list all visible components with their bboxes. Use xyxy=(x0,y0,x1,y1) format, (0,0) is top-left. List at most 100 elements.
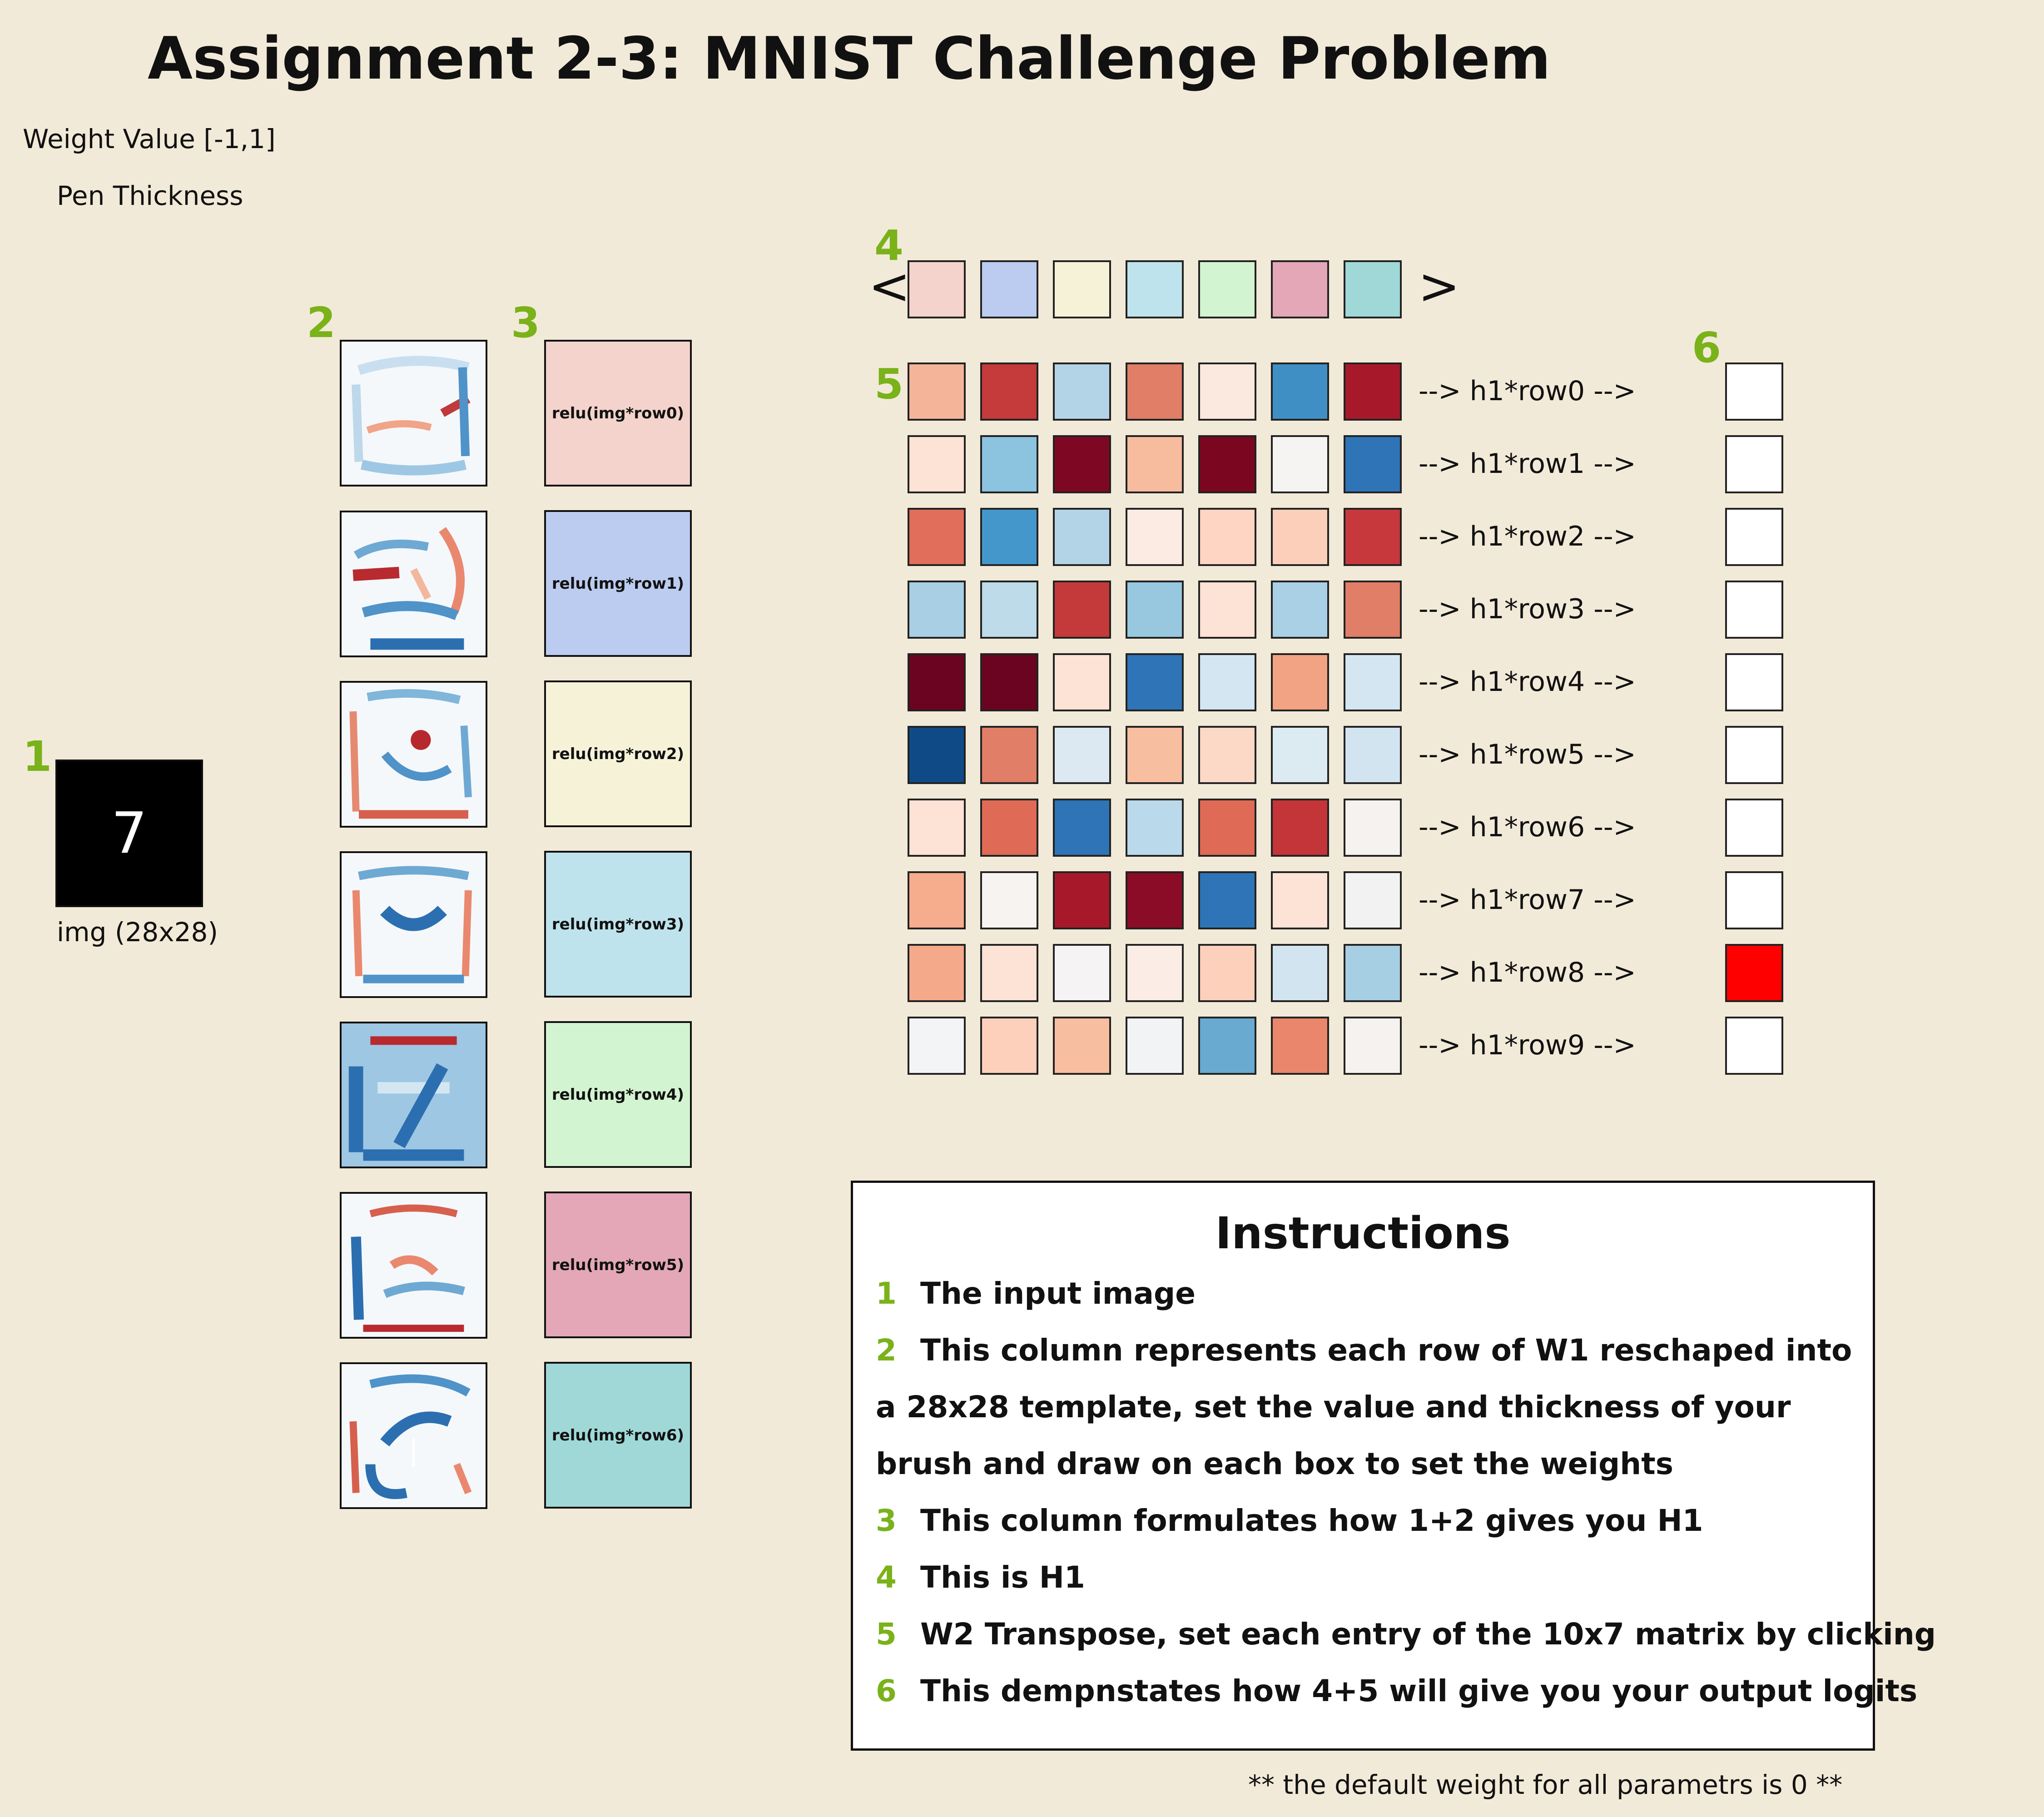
w2t-cell-r4-c1[interactable] xyxy=(980,653,1038,711)
h1-cell-0 xyxy=(908,260,966,318)
w2t-cell-r7-c4[interactable] xyxy=(1198,871,1256,929)
w2t-cell-r2-c0[interactable] xyxy=(908,508,966,566)
input-image: 7 xyxy=(55,760,203,907)
section-number-1: 1 xyxy=(23,732,52,781)
w2t-cell-r6-c4[interactable] xyxy=(1198,799,1256,857)
pen-thickness-label[interactable]: Pen Thickness xyxy=(57,180,243,211)
w1-template-2[interactable] xyxy=(340,681,487,828)
w2t-cell-r5-c0[interactable] xyxy=(908,726,966,784)
instruction-line: a 28x28 template, set the value and thic… xyxy=(876,1390,1791,1425)
w2t-cell-r8-c5[interactable] xyxy=(1271,944,1329,1002)
w2t-cell-r2-c5[interactable] xyxy=(1271,508,1329,566)
w2t-cell-r4-c4[interactable] xyxy=(1198,653,1256,711)
w2t-cell-r7-c5[interactable] xyxy=(1271,871,1329,929)
w2t-cell-r1-c3[interactable] xyxy=(1126,435,1184,493)
w2t-cell-r9-c4[interactable] xyxy=(1198,1017,1256,1075)
w2t-cell-r2-c4[interactable] xyxy=(1198,508,1256,566)
relu-box-0: relu(img*row0) xyxy=(544,340,692,487)
w2t-cell-r1-c5[interactable] xyxy=(1271,435,1329,493)
w2t-cell-r2-c2[interactable] xyxy=(1053,508,1111,566)
w2t-cell-r8-c2[interactable] xyxy=(1053,944,1111,1002)
w2t-cell-r1-c0[interactable] xyxy=(908,435,966,493)
output-logit-4 xyxy=(1725,653,1783,711)
weight-value-label[interactable]: Weight Value [-1,1] xyxy=(23,124,276,154)
w2t-cell-r3-c1[interactable] xyxy=(980,581,1038,639)
w2t-cell-r2-c1[interactable] xyxy=(980,508,1038,566)
w2t-cell-r8-c6[interactable] xyxy=(1344,944,1402,1002)
w2t-cell-r9-c6[interactable] xyxy=(1344,1017,1402,1075)
w2t-cell-r2-c6[interactable] xyxy=(1344,508,1402,566)
instruction-text: This dempnstates how 4+5 will give you y… xyxy=(920,1673,1918,1708)
w2t-cell-r4-c5[interactable] xyxy=(1271,653,1329,711)
w2t-cell-r1-c1[interactable] xyxy=(980,435,1038,493)
w2t-cell-r3-c2[interactable] xyxy=(1053,581,1111,639)
h1-next-arrow[interactable]: > xyxy=(1418,257,1460,315)
w2t-cell-r3-c4[interactable] xyxy=(1198,581,1256,639)
w2t-cell-r0-c0[interactable] xyxy=(908,362,966,421)
w2t-cell-r0-c6[interactable] xyxy=(1344,362,1402,421)
w2t-cell-r8-c1[interactable] xyxy=(980,944,1038,1002)
section-number-3: 3 xyxy=(511,298,541,347)
w2t-cell-r9-c1[interactable] xyxy=(980,1017,1038,1075)
w2t-cell-r4-c2[interactable] xyxy=(1053,653,1111,711)
instruction-text: This column formulates how 1+2 gives you… xyxy=(920,1503,1703,1538)
w2t-cell-r1-c6[interactable] xyxy=(1344,435,1402,493)
relu-box-4: relu(img*row4) xyxy=(544,1021,692,1168)
instruction-text: This is H1 xyxy=(920,1560,1085,1595)
output-logit-2 xyxy=(1725,508,1783,566)
w2t-cell-r4-c6[interactable] xyxy=(1344,653,1402,711)
w2t-cell-r7-c2[interactable] xyxy=(1053,871,1111,929)
w2t-cell-r2-c3[interactable] xyxy=(1126,508,1184,566)
w1-template-0[interactable] xyxy=(340,340,487,487)
w1-template-4[interactable] xyxy=(340,1022,487,1168)
w2t-cell-r0-c4[interactable] xyxy=(1198,362,1256,421)
w2t-cell-r6-c0[interactable] xyxy=(908,799,966,857)
w2t-cell-r6-c3[interactable] xyxy=(1126,799,1184,857)
w2t-cell-r7-c0[interactable] xyxy=(908,871,966,929)
w2t-cell-r9-c2[interactable] xyxy=(1053,1017,1111,1075)
w2t-row-label: --> h1*row9 --> xyxy=(1419,1029,1636,1061)
w2t-cell-r1-c2[interactable] xyxy=(1053,435,1111,493)
w2t-cell-r6-c1[interactable] xyxy=(980,799,1038,857)
w2t-cell-r0-c1[interactable] xyxy=(980,362,1038,421)
w2t-row-label: --> h1*row1 --> xyxy=(1419,448,1636,480)
w1-template-6[interactable] xyxy=(340,1362,487,1509)
w2t-cell-r5-c5[interactable] xyxy=(1271,726,1329,784)
w2t-cell-r6-c6[interactable] xyxy=(1344,799,1402,857)
w2t-cell-r7-c6[interactable] xyxy=(1344,871,1402,929)
w2t-cell-r5-c1[interactable] xyxy=(980,726,1038,784)
instruction-text: The input image xyxy=(920,1276,1196,1311)
w2t-cell-r6-c2[interactable] xyxy=(1053,799,1111,857)
w2t-cell-r0-c2[interactable] xyxy=(1053,362,1111,421)
w2t-cell-r6-c5[interactable] xyxy=(1271,799,1329,857)
w2t-cell-r7-c1[interactable] xyxy=(980,871,1038,929)
w2t-cell-r0-c3[interactable] xyxy=(1126,362,1184,421)
w2t-cell-r8-c3[interactable] xyxy=(1126,944,1184,1002)
w2t-cell-r5-c3[interactable] xyxy=(1126,726,1184,784)
w1-template-1[interactable] xyxy=(340,511,487,657)
w2t-cell-r3-c6[interactable] xyxy=(1344,581,1402,639)
w1-template-5[interactable] xyxy=(340,1192,487,1339)
w2t-cell-r9-c5[interactable] xyxy=(1271,1017,1329,1075)
w2t-cell-r9-c3[interactable] xyxy=(1126,1017,1184,1075)
w2t-cell-r3-c5[interactable] xyxy=(1271,581,1329,639)
w2t-cell-r3-c0[interactable] xyxy=(908,581,966,639)
w2t-cell-r4-c0[interactable] xyxy=(908,653,966,711)
w2t-cell-r9-c0[interactable] xyxy=(908,1017,966,1075)
w2t-cell-r5-c4[interactable] xyxy=(1198,726,1256,784)
w2t-cell-r1-c4[interactable] xyxy=(1198,435,1256,493)
w2t-cell-r5-c6[interactable] xyxy=(1344,726,1402,784)
w2t-cell-r8-c0[interactable] xyxy=(908,944,966,1002)
w1-template-3[interactable] xyxy=(340,851,487,998)
instruction-number: 4 xyxy=(876,1560,897,1595)
w2t-cell-r0-c5[interactable] xyxy=(1271,362,1329,421)
h1-prev-arrow[interactable]: < xyxy=(868,257,911,315)
w2t-cell-r7-c3[interactable] xyxy=(1126,871,1184,929)
w2t-cell-r5-c2[interactable] xyxy=(1053,726,1111,784)
w2t-cell-r3-c3[interactable] xyxy=(1126,581,1184,639)
w2t-cell-r8-c4[interactable] xyxy=(1198,944,1256,1002)
relu-box-5: relu(img*row5) xyxy=(544,1191,692,1338)
w2t-cell-r4-c3[interactable] xyxy=(1126,653,1184,711)
